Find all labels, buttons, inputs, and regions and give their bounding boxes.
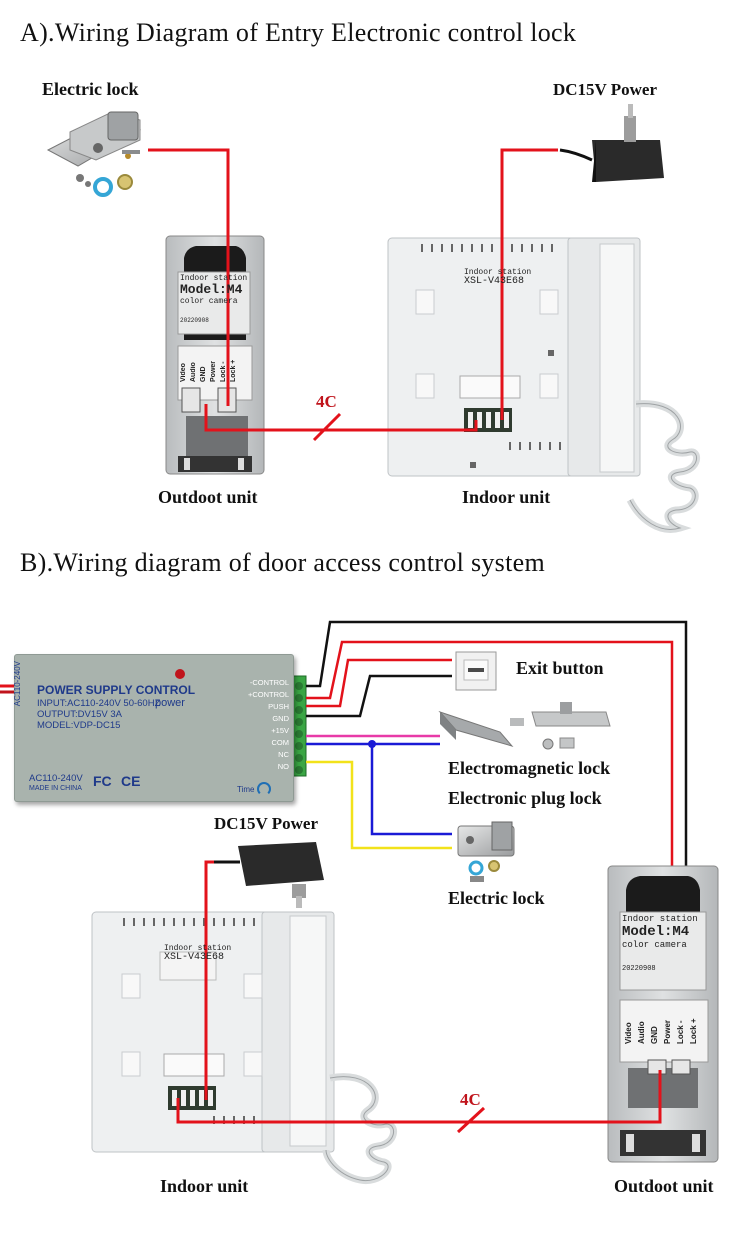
power-adapter-label: DC15V Power	[553, 80, 658, 99]
electromagnetic-lock-label: Electromagnetic lock	[448, 758, 611, 778]
outdoor-b-screen-line1: Indoor station	[622, 914, 698, 924]
outdoor-unit-label: Outdoot unit	[158, 487, 258, 507]
indoor-b-label-line1: Indoor station	[164, 944, 232, 953]
power-adapter-a-icon	[559, 104, 664, 182]
fc-mark-icon: FC	[93, 773, 112, 789]
electric-lock-label: Electric lock	[42, 79, 139, 99]
psu-output-text: OUTPUT:DV15V 3A	[37, 709, 122, 720]
electric-lock-b-label: Electric lock	[448, 888, 545, 908]
outdoor-a-screen-serial: 20220908	[180, 317, 209, 324]
psu-terminal-block	[291, 675, 307, 777]
electromagnetic-lock-icon	[438, 710, 524, 747]
cable-4c-b-label: 4C	[460, 1090, 481, 1109]
indoor-unit-b-label: Indoor unit	[160, 1176, 249, 1196]
outdoor-a-terminal-labels: Video Audio GND Power Lock - Lock +	[180, 350, 250, 382]
electric-lock-a-icon	[46, 111, 142, 197]
outdoor-a-screen-line1: Indoor station	[180, 274, 248, 283]
psu-terminal-labels: -CONTROL +CONTROL PUSH GND +15V COM NC N…	[241, 677, 289, 773]
psu-pin-gnd: GND	[272, 714, 289, 723]
indoor-a-label: Indoor station XSL-V43E68	[464, 268, 532, 287]
indoor-b-label-model: XSL-V43E68	[164, 952, 225, 963]
indoor-a-label-model: XSL-V43E68	[464, 276, 525, 287]
handset-cord-b	[322, 1073, 397, 1185]
psu-pin-15v: +15V	[271, 726, 289, 735]
psu-input-text: INPUT:AC110-240V 50-60HZ	[37, 698, 161, 709]
outdoor-b-screen-serial: 20220908	[622, 965, 656, 973]
terminal-lock-plus: Lock +	[230, 359, 237, 382]
wires-b-power	[176, 860, 662, 1124]
power-adapter-b-icon	[214, 842, 324, 908]
outdoor-b-screen-label: Indoor station Model:M4 color camera 202…	[622, 914, 704, 974]
section-a-title: A).Wiring Diagram of Entry Electronic co…	[20, 18, 577, 47]
indoor-vents-a	[421, 244, 561, 450]
time-knob-icon	[257, 782, 271, 796]
cable-slash-a	[312, 412, 342, 442]
psu-power-text: power	[155, 697, 185, 709]
terminal-video: Video	[180, 363, 187, 382]
indoor-b-label: Indoor station XSL-V43E68	[164, 944, 232, 963]
psu-pin-nc: NC	[278, 750, 289, 759]
terminal-lock-minus: Lock -	[220, 361, 227, 382]
outdoor-unit-b-label: Outdoot unit	[614, 1176, 714, 1196]
plug-lock-icon	[531, 702, 611, 750]
terminal-audio: Audio	[190, 362, 197, 382]
psu-pin-no: NO	[277, 762, 289, 771]
exit-button-label: Exit button	[516, 658, 604, 678]
terminal-b-gnd: GND	[650, 1026, 659, 1044]
ce-mark-icon: CE	[121, 773, 141, 789]
terminal-b-lock-plus: Lock +	[689, 1018, 698, 1044]
cable-4c-label: 4C	[316, 392, 337, 411]
power-supply-box: AC110-240V POWER SUPPLY CONTROL power IN…	[13, 654, 294, 802]
indoor-a-label-line1: Indoor station	[464, 268, 532, 277]
wire-junction-dot	[368, 740, 376, 748]
terminal-b-power: Power	[663, 1019, 672, 1044]
outdoor-b-screen-model: Model:M4	[622, 924, 690, 940]
power-adapter-b-label: DC15V Power	[214, 814, 319, 833]
psu-pin-pos-control: +CONTROL	[247, 690, 289, 699]
psu-title: POWER SUPPLY CONTROL	[37, 683, 196, 697]
wires-a	[148, 148, 558, 432]
psu-made-text: MADE IN CHINA	[29, 785, 82, 792]
indoor-unit-a	[387, 237, 641, 477]
exit-button-icon	[455, 651, 497, 691]
terminal-b-video: Video	[624, 1022, 633, 1044]
terminal-gnd: GND	[200, 366, 207, 382]
indoor-unit-label: Indoor unit	[462, 487, 551, 507]
terminal-b-lock-minus: Lock -	[676, 1020, 685, 1044]
terminal-power: Power	[210, 360, 217, 382]
outdoor-a-screen-line3: color camera	[180, 297, 238, 306]
psu-pin-neg-control: -CONTROL	[249, 678, 289, 687]
indoor-unit-b	[91, 911, 335, 1153]
psu-time-text: Time	[237, 785, 255, 794]
wires-b	[306, 620, 688, 1068]
outdoor-unit-b	[607, 865, 719, 1163]
psu-model-text: MODEL:VDP-DC15	[37, 720, 121, 731]
electronic-plug-lock-label: Electronic plug lock	[448, 788, 602, 808]
electric-lock-b-icon	[457, 821, 515, 882]
outdoor-unit-a	[165, 235, 265, 475]
section-b-title: B).Wiring diagram of door access control…	[20, 548, 545, 577]
psu-pin-push: PUSH	[268, 702, 289, 711]
psu-ac-text: AC110-240V	[29, 773, 83, 784]
outdoor-b-terminal-labels: Video Audio GND Power Lock - Lock +	[624, 1004, 704, 1044]
psu-led-icon	[175, 669, 185, 679]
outdoor-a-screen-model: Model:M4	[180, 282, 243, 297]
outdoor-a-screen-label: Indoor station Model:M4 color camera 202…	[180, 274, 250, 325]
psu-side-text: AC110-240V	[13, 661, 22, 707]
psu-pin-com: COM	[271, 738, 290, 747]
cable-slash-b	[456, 1106, 486, 1134]
outdoor-b-screen-line3: color camera	[622, 940, 687, 950]
terminal-b-audio: Audio	[637, 1021, 646, 1044]
